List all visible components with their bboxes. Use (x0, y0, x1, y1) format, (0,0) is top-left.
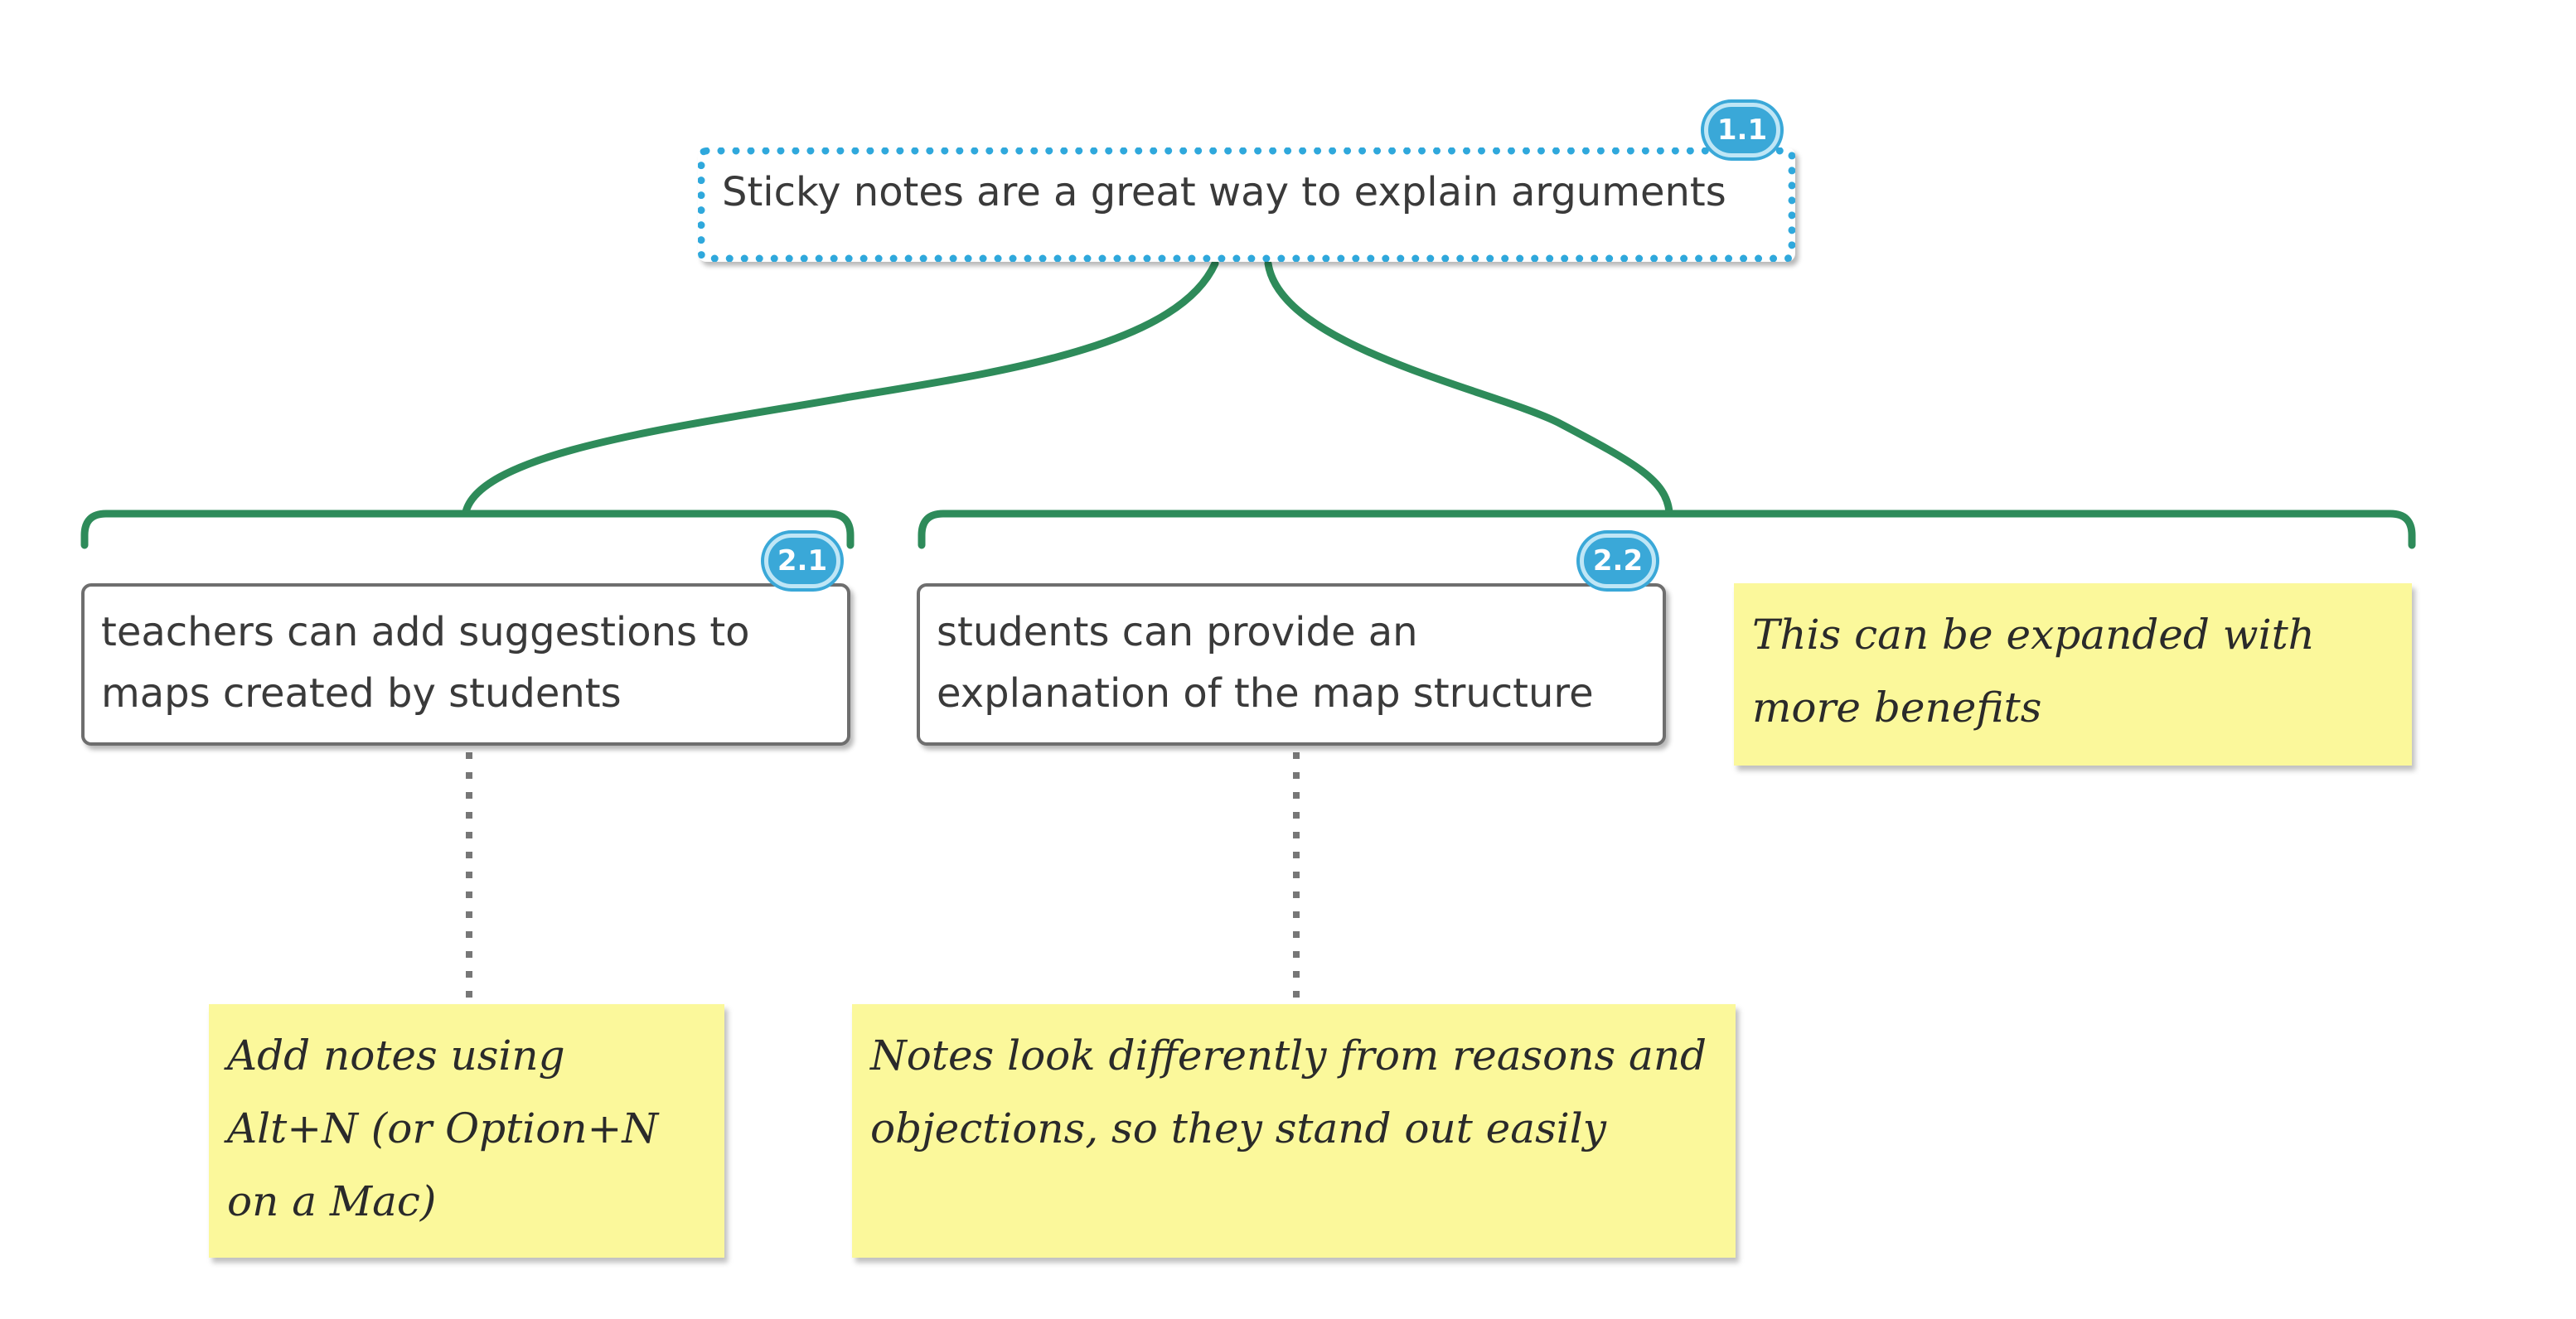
sticky-note-shortcut-text: Add notes using Alt+N (or Option+N on a … (227, 1032, 659, 1225)
reason-badge-2-1: 2.1 (764, 534, 840, 588)
sticky-note-difference[interactable]: Notes look differently from reasons and … (852, 1004, 1736, 1258)
reason-bracket-2 (918, 510, 2416, 549)
reason-node-2-2[interactable]: students can provide an explanation of t… (917, 583, 1666, 746)
sticky-note-expand[interactable]: This can be expanded with more benefits (1734, 583, 2412, 766)
sticky-note-expand-text: This can be expanded with more benefits (1752, 611, 2315, 732)
root-claim-node[interactable]: Sticky notes are a great way to explain … (698, 147, 1795, 262)
connector-root-to-group-1 (462, 259, 1219, 516)
reason-badge-2-2: 2.2 (1580, 534, 1656, 588)
reason-text-2-1: teachers can add suggestions to maps cre… (101, 609, 750, 717)
reason-node-2-1[interactable]: teachers can add suggestions to maps cre… (81, 583, 850, 746)
sticky-note-difference-text: Notes look differently from reasons and … (870, 1032, 1707, 1152)
sticky-note-shortcut[interactable]: Add notes using Alt+N (or Option+N on a … (209, 1004, 724, 1258)
root-claim-text: Sticky notes are a great way to explain … (722, 169, 1726, 215)
reason-text-2-2: students can provide an explanation of t… (937, 609, 1594, 717)
connector-root-to-group-2 (1264, 259, 1673, 516)
reason-bracket-1 (80, 510, 855, 549)
root-claim-badge: 1.1 (1704, 103, 1780, 157)
